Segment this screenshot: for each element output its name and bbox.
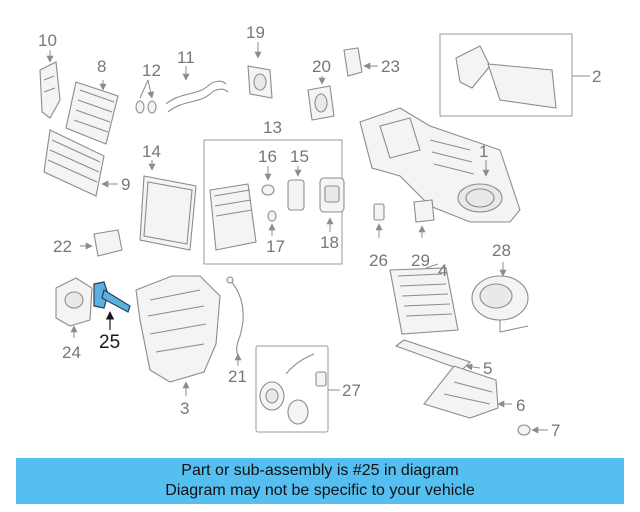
part-10-bracket: 10	[38, 31, 61, 119]
part-11-ac-lines: 11	[165, 48, 229, 113]
callout-22: 22	[53, 237, 72, 256]
callout-12: 12	[142, 61, 161, 80]
callout-2: 2	[592, 67, 601, 86]
callout-16: 16	[258, 147, 277, 166]
callout-14: 14	[142, 142, 161, 161]
part-5-strip: 5	[394, 339, 492, 378]
callout-20: 20	[312, 57, 331, 76]
part-21-cable: 21	[226, 276, 247, 386]
callout-18: 18	[320, 233, 339, 252]
part-28-blower-motor: 28	[471, 241, 529, 333]
part-12-o-rings: 12	[135, 61, 161, 114]
callout-19: 19	[246, 23, 265, 42]
part-3-lower-housing: 3	[135, 275, 221, 418]
callout-6: 6	[516, 396, 525, 415]
callout-29: 29	[411, 251, 430, 270]
callout-7: 7	[551, 421, 560, 440]
callout-26: 26	[369, 251, 388, 270]
callout-1: 1	[479, 142, 488, 161]
callout-17: 17	[266, 237, 285, 256]
part-25-sensor: 25	[93, 281, 131, 353]
callout-3: 3	[180, 399, 189, 418]
part-4-filter-element: 4	[389, 261, 459, 335]
part-13-group: 13 16 15 17	[203, 118, 343, 265]
callout-24: 24	[62, 343, 81, 362]
callout-9: 9	[121, 175, 130, 194]
part-1-hvac-housing: 1	[359, 107, 521, 223]
part-8-heater-core: 8	[65, 57, 119, 145]
part-19-grommet: 19	[246, 23, 273, 99]
parts-diagram: 10 8 9 12 11 19 20	[38, 23, 601, 440]
part-14-filter: 14	[139, 142, 197, 251]
part-29-resistor: 29	[411, 199, 435, 270]
callout-8: 8	[97, 57, 106, 76]
part-20-seal: 20	[307, 57, 335, 121]
callout-11: 11	[177, 48, 195, 67]
callout-28: 28	[492, 241, 511, 260]
part-2-group: 2	[439, 33, 601, 117]
part-7-grommet: 7	[517, 421, 560, 440]
part-23-bracket: 23	[343, 47, 400, 77]
callout-15: 15	[290, 147, 309, 166]
callout-13: 13	[263, 118, 282, 137]
callout-10: 10	[38, 31, 57, 50]
part-6-tray: 6	[423, 365, 525, 419]
part-22-module: 22	[53, 229, 123, 257]
callout-23: 23	[381, 57, 400, 76]
callout-25-highlighted: 25	[99, 332, 120, 353]
banner-line-2: Diagram may not be specific to your vehi…	[165, 482, 475, 499]
part-24-actuator: 24	[55, 277, 93, 362]
callout-5: 5	[483, 359, 492, 378]
part-26-clip: 26	[369, 203, 388, 270]
banner-line-1: Part or sub-assembly is #25 in diagram	[181, 462, 459, 479]
callout-4: 4	[438, 261, 447, 280]
part-27-group: 27	[255, 345, 361, 433]
callout-27: 27	[342, 381, 361, 400]
callout-21: 21	[228, 367, 247, 386]
part-18-switch: 18	[319, 177, 345, 252]
info-banner: Part or sub-assembly is #25 in diagram D…	[16, 458, 624, 504]
part-9-evaporator: 9	[43, 129, 130, 197]
